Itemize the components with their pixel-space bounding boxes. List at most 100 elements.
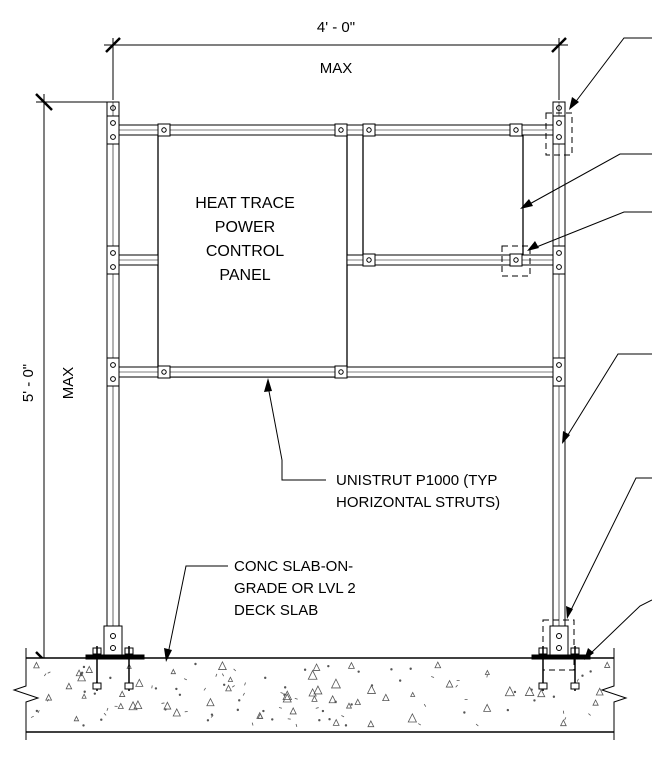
concrete-speckle (483, 703, 492, 712)
concrete-speckle (170, 668, 177, 675)
concrete-speckle (222, 683, 226, 687)
post-top-cap-right (556, 105, 562, 111)
leader-right-2 (525, 153, 652, 207)
detail-callout-base-right (542, 619, 575, 671)
height-tick-top (35, 93, 53, 111)
concrete-speckle (295, 723, 298, 727)
concrete-speckle (537, 688, 546, 698)
strut-clip (362, 123, 376, 137)
arrowhead-right-3 (527, 241, 539, 251)
strut-note-line-2: HORIZONTAL STRUTS) (336, 494, 500, 511)
concrete-speckle (307, 669, 318, 680)
strut-clip (509, 253, 523, 267)
concrete-speckle (106, 707, 109, 711)
concrete-speckle (236, 708, 240, 712)
concrete-speckle (423, 703, 427, 707)
strut-note: UNISTRUT P1000 (TYP HORIZONTAL STRUTS) (336, 472, 500, 511)
concrete-speckle (194, 662, 197, 666)
concrete-speckle (344, 724, 348, 727)
concrete-speckle (407, 712, 418, 723)
concrete-speckle (135, 678, 144, 687)
concrete-speckle (103, 712, 107, 716)
secondary-enclosure (362, 132, 524, 257)
concrete-speckle (233, 668, 237, 672)
concrete-speckle (576, 678, 579, 682)
concrete-speckle (280, 692, 284, 694)
concrete-speckle (283, 693, 286, 696)
right-anchor-bolt-2 (570, 646, 580, 691)
concrete-speckle (455, 684, 458, 688)
concrete-speckle (225, 684, 232, 692)
concrete-speckle (366, 684, 377, 694)
concrete-speckle (118, 690, 126, 697)
concrete-speckle (251, 722, 254, 726)
leader-lines (167, 37, 652, 655)
panel-label-line-2: POWER (215, 219, 275, 236)
right-base-assembly (531, 625, 591, 691)
concrete-speckle (390, 668, 393, 671)
concrete-speckle (128, 700, 138, 711)
concrete-speckle (164, 708, 167, 711)
control-panel-label: HEAT TRACE POWER CONTROL PANEL (195, 195, 295, 284)
concrete-speckle (203, 687, 206, 691)
post-fitting-middle-right (552, 245, 566, 275)
leader-arrowheads (164, 97, 594, 662)
detail-callout-boxes (501, 112, 575, 671)
arrowhead-right-4 (562, 431, 570, 444)
concrete-speckle (227, 676, 234, 682)
concrete-speckle (206, 719, 210, 722)
concrete-speckle (244, 682, 246, 686)
concrete-speckle (367, 720, 375, 728)
concrete-speckle (486, 674, 488, 678)
width-tick-left (105, 37, 121, 53)
concrete-speckle (242, 692, 245, 696)
concrete-speckle (350, 703, 353, 706)
post-fitting-bottom-left (106, 357, 120, 387)
arrowhead-right-5 (566, 606, 573, 619)
concrete-speckle (257, 712, 264, 719)
panel-label-line-4: PANEL (219, 267, 270, 284)
concrete-speckle (215, 673, 218, 677)
concrete-speckle (82, 665, 86, 669)
concrete-speckle (382, 693, 390, 702)
concrete-speckle (434, 661, 442, 669)
arrowhead-strut-note (264, 378, 272, 392)
concrete-speckle (85, 665, 94, 673)
concrete-speckle (533, 699, 536, 702)
concrete-speckle (210, 715, 214, 718)
slab-break-line-left (12, 648, 40, 740)
strut-clip (157, 365, 171, 379)
strut-clip (157, 123, 171, 137)
concrete-speckle (221, 673, 225, 677)
concrete-speckle (81, 693, 87, 699)
concrete-speckle (283, 686, 287, 689)
concrete-speckle (312, 663, 321, 671)
concrete-speckle (315, 707, 319, 709)
concrete-speckle (347, 661, 355, 669)
concrete-speckle (370, 684, 374, 687)
concrete-speckle (133, 700, 143, 710)
width-dimension (104, 37, 568, 100)
concrete-speckle (581, 674, 584, 677)
width-dimension-qualifier: MAX (320, 60, 353, 77)
concrete-speckle (289, 707, 297, 715)
arrowhead-right-1 (569, 97, 579, 110)
concrete-speckle (330, 678, 341, 689)
concrete-speckle (65, 682, 73, 690)
strut-note-line-1: UNISTRUT P1000 (TYP (336, 472, 497, 489)
control-panel-body (157, 132, 348, 378)
concrete-speckle (595, 687, 604, 696)
concrete-speckle (282, 693, 292, 703)
concrete-speckle (83, 690, 86, 693)
concrete-speckle (559, 719, 567, 727)
leader-right-3 (533, 211, 652, 249)
concrete-speckle (178, 693, 182, 696)
concrete-speckle (418, 723, 422, 726)
concrete-speckle (311, 695, 318, 702)
arrowhead-slab-note (164, 648, 172, 662)
concrete-speckle (332, 718, 340, 726)
concrete-speckle (294, 697, 298, 700)
concrete-speckle (321, 709, 325, 713)
concrete-speckle (151, 685, 153, 689)
